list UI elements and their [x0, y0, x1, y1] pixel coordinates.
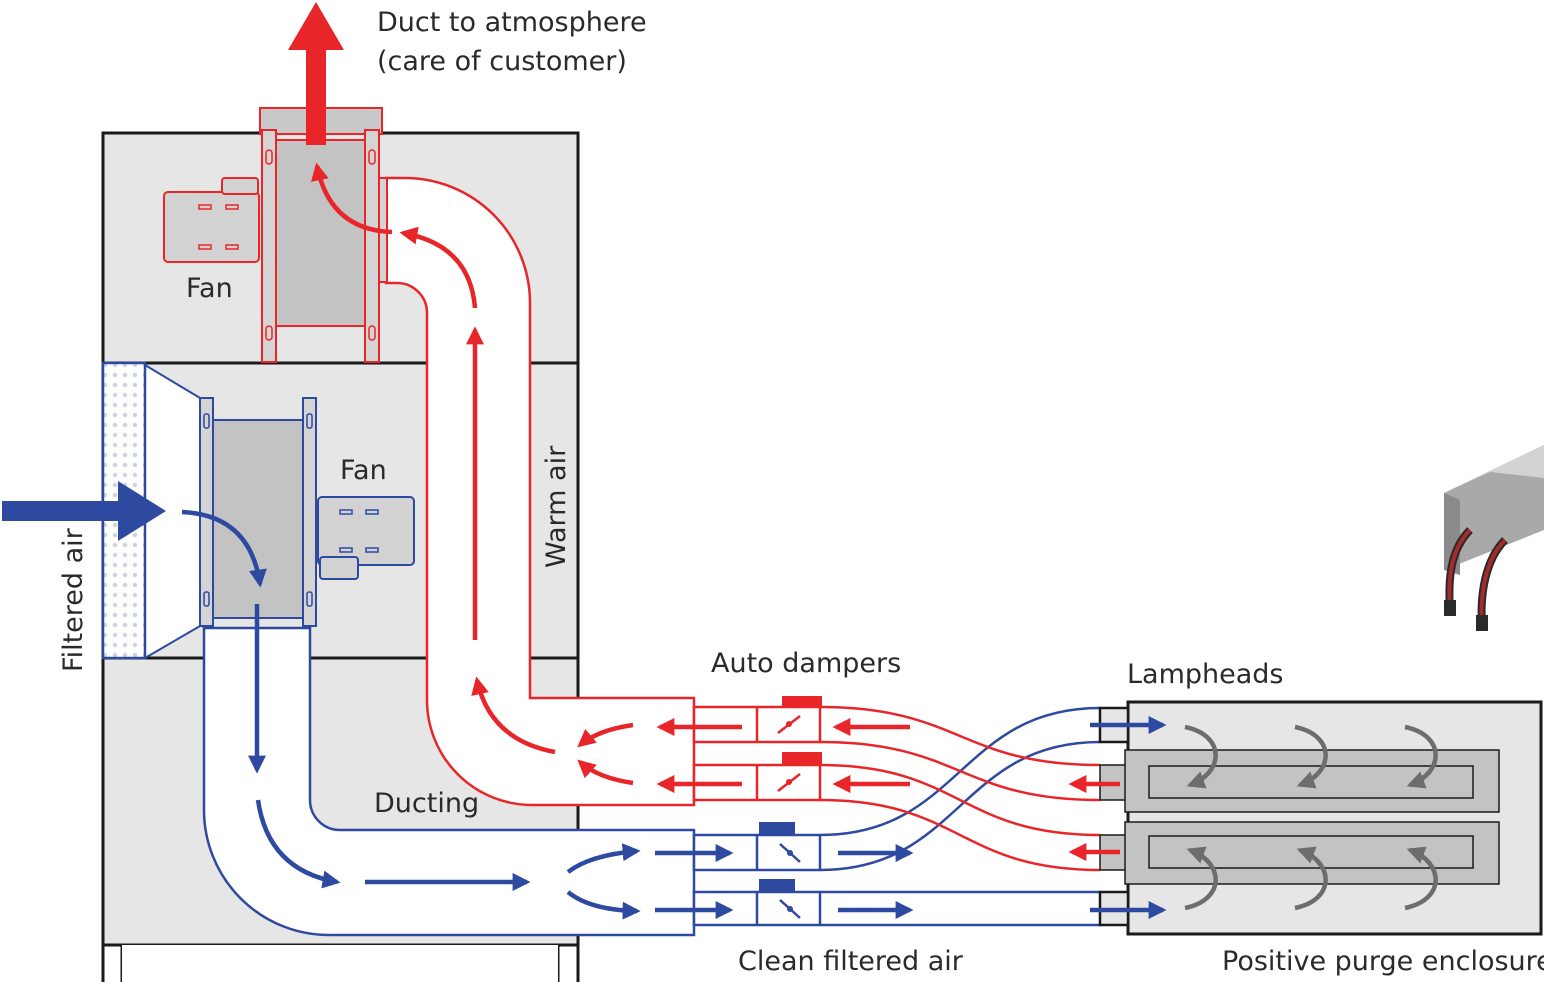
clean-filtered-air-label: Clean filtered air: [738, 946, 964, 977]
warm-air-duct: [384, 176, 696, 807]
intake-arrow: [2, 481, 166, 541]
filtered-air-label: Filtered air: [58, 527, 89, 672]
warm-air-label: Warm air: [541, 445, 572, 568]
positive-purge-enclosure-label: Positive purge enclosure: [1222, 946, 1544, 977]
exhaust-arrow: [288, 2, 344, 145]
lampheads-label: Lampheads: [1127, 659, 1284, 690]
lamphead-unit-image: [1444, 445, 1544, 631]
warm-air-flow-arrows: [311, 162, 1120, 861]
lamphead-ducts: [819, 705, 1101, 927]
ducting-label: Ducting: [374, 788, 479, 819]
care-of-customer-label: (care of customer): [377, 46, 627, 77]
auto-dampers-label: Auto dampers: [711, 648, 901, 679]
clean-air-flow-arrows: [181, 509, 1167, 920]
fan-top-label: Fan: [186, 273, 233, 304]
exhaust-fan: [163, 107, 388, 363]
purge-circulation-arrows: [1184, 724, 1438, 911]
fan-mid-label: Fan: [340, 455, 387, 486]
auto-dampers: [692, 696, 822, 927]
duct-to-atmosphere-label: Duct to atmosphere: [377, 7, 647, 38]
clean-air-duct: [202, 626, 696, 937]
purge-enclosure: [1098, 700, 1543, 936]
